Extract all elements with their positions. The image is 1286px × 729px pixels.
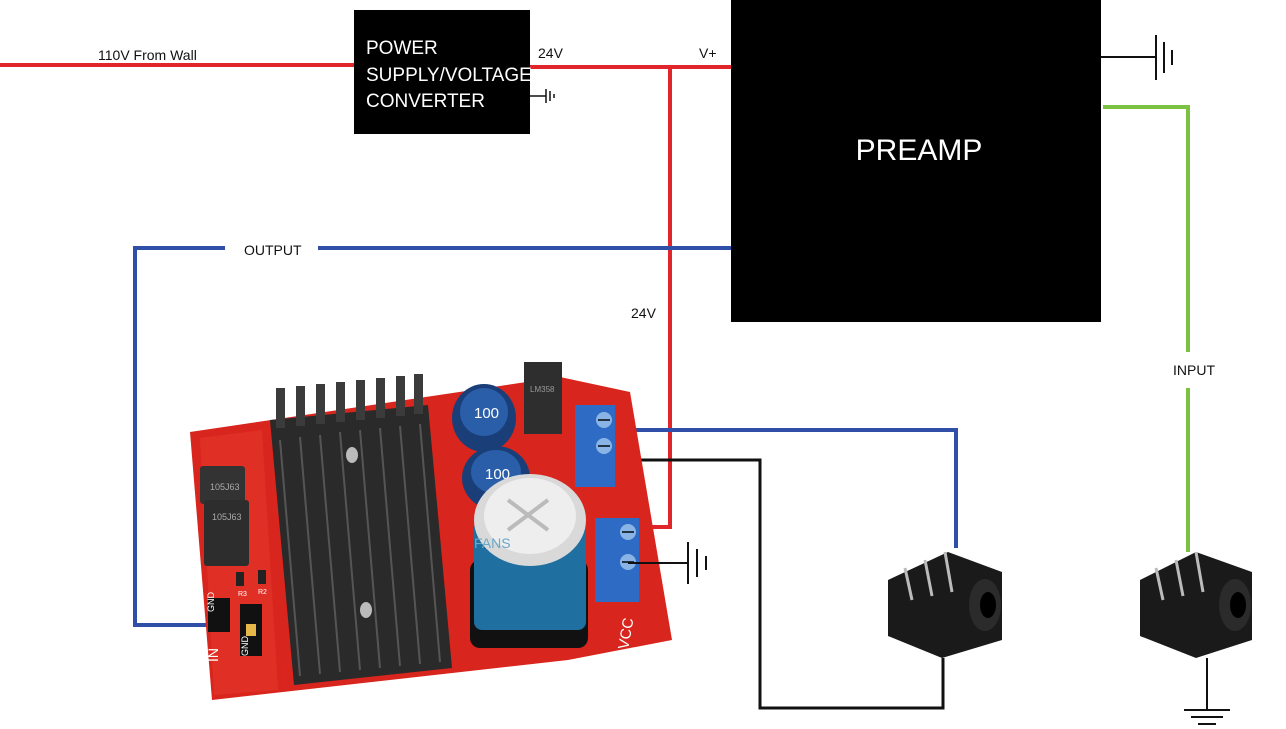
silk-in: IN (205, 648, 221, 662)
speaker-terminal-block (575, 405, 615, 487)
silk-vcc: VCC (615, 616, 637, 650)
large-capacitor: FANS (470, 474, 588, 648)
inductor-label-1: 105J63 (210, 482, 240, 492)
silk-gnd-2: GND (240, 636, 250, 657)
input-pin-header (208, 598, 262, 656)
input-wire-top (1103, 105, 1190, 352)
psu-label-line2: SUPPLY/VOLTAGE (366, 65, 532, 86)
r3-label: R3 (238, 591, 247, 598)
cap-big-logo: FANS (474, 535, 511, 551)
psu-ground-icon (530, 89, 555, 103)
amp-feed-label: 24V (631, 305, 657, 321)
amplifier-board: 105J63 105J63 LM358 100 100 FANS (190, 362, 672, 700)
power-supply-box: POWER SUPPLY/VOLTAGE CONVERTER (354, 10, 532, 134)
cap-small1-label: 100 (474, 405, 499, 422)
input-ground-icon (1184, 658, 1230, 725)
chip-label: LM358 (530, 385, 555, 394)
psu-label-line1: POWER (366, 38, 438, 59)
power-terminal-block (595, 518, 639, 602)
speaker-plus-wire (612, 428, 958, 548)
vplus-label: V+ (699, 45, 717, 61)
preamp-box: PREAMP (731, 0, 1101, 322)
psu-out-label: 24V (538, 45, 564, 61)
ic-chip: LM358 (524, 362, 562, 434)
input-label: INPUT (1173, 362, 1215, 378)
output-jack (888, 551, 1002, 658)
silk-gnd-1: GND (206, 592, 216, 613)
amp-ground-icon (628, 542, 707, 584)
preamp-ground-icon (1101, 35, 1173, 80)
heatsink (270, 374, 452, 685)
output-label: OUTPUT (244, 242, 302, 258)
mains-label: 110V From Wall (98, 47, 197, 63)
cap-small2-label: 100 (485, 466, 510, 483)
small-capacitor-1: 100 (452, 384, 516, 452)
inductor-label-2: 105J63 (212, 512, 242, 522)
speaker-minus-wire (612, 458, 945, 710)
output-wire-left (133, 246, 225, 627)
input-jack (1140, 551, 1252, 658)
resistors: R3 R2 (236, 570, 267, 598)
r2-label: R2 (258, 589, 267, 596)
psu-label-line3: CONVERTER (366, 91, 485, 112)
inductor-block: 105J63 105J63 (200, 466, 249, 566)
preamp-title: PREAMP (856, 134, 983, 167)
